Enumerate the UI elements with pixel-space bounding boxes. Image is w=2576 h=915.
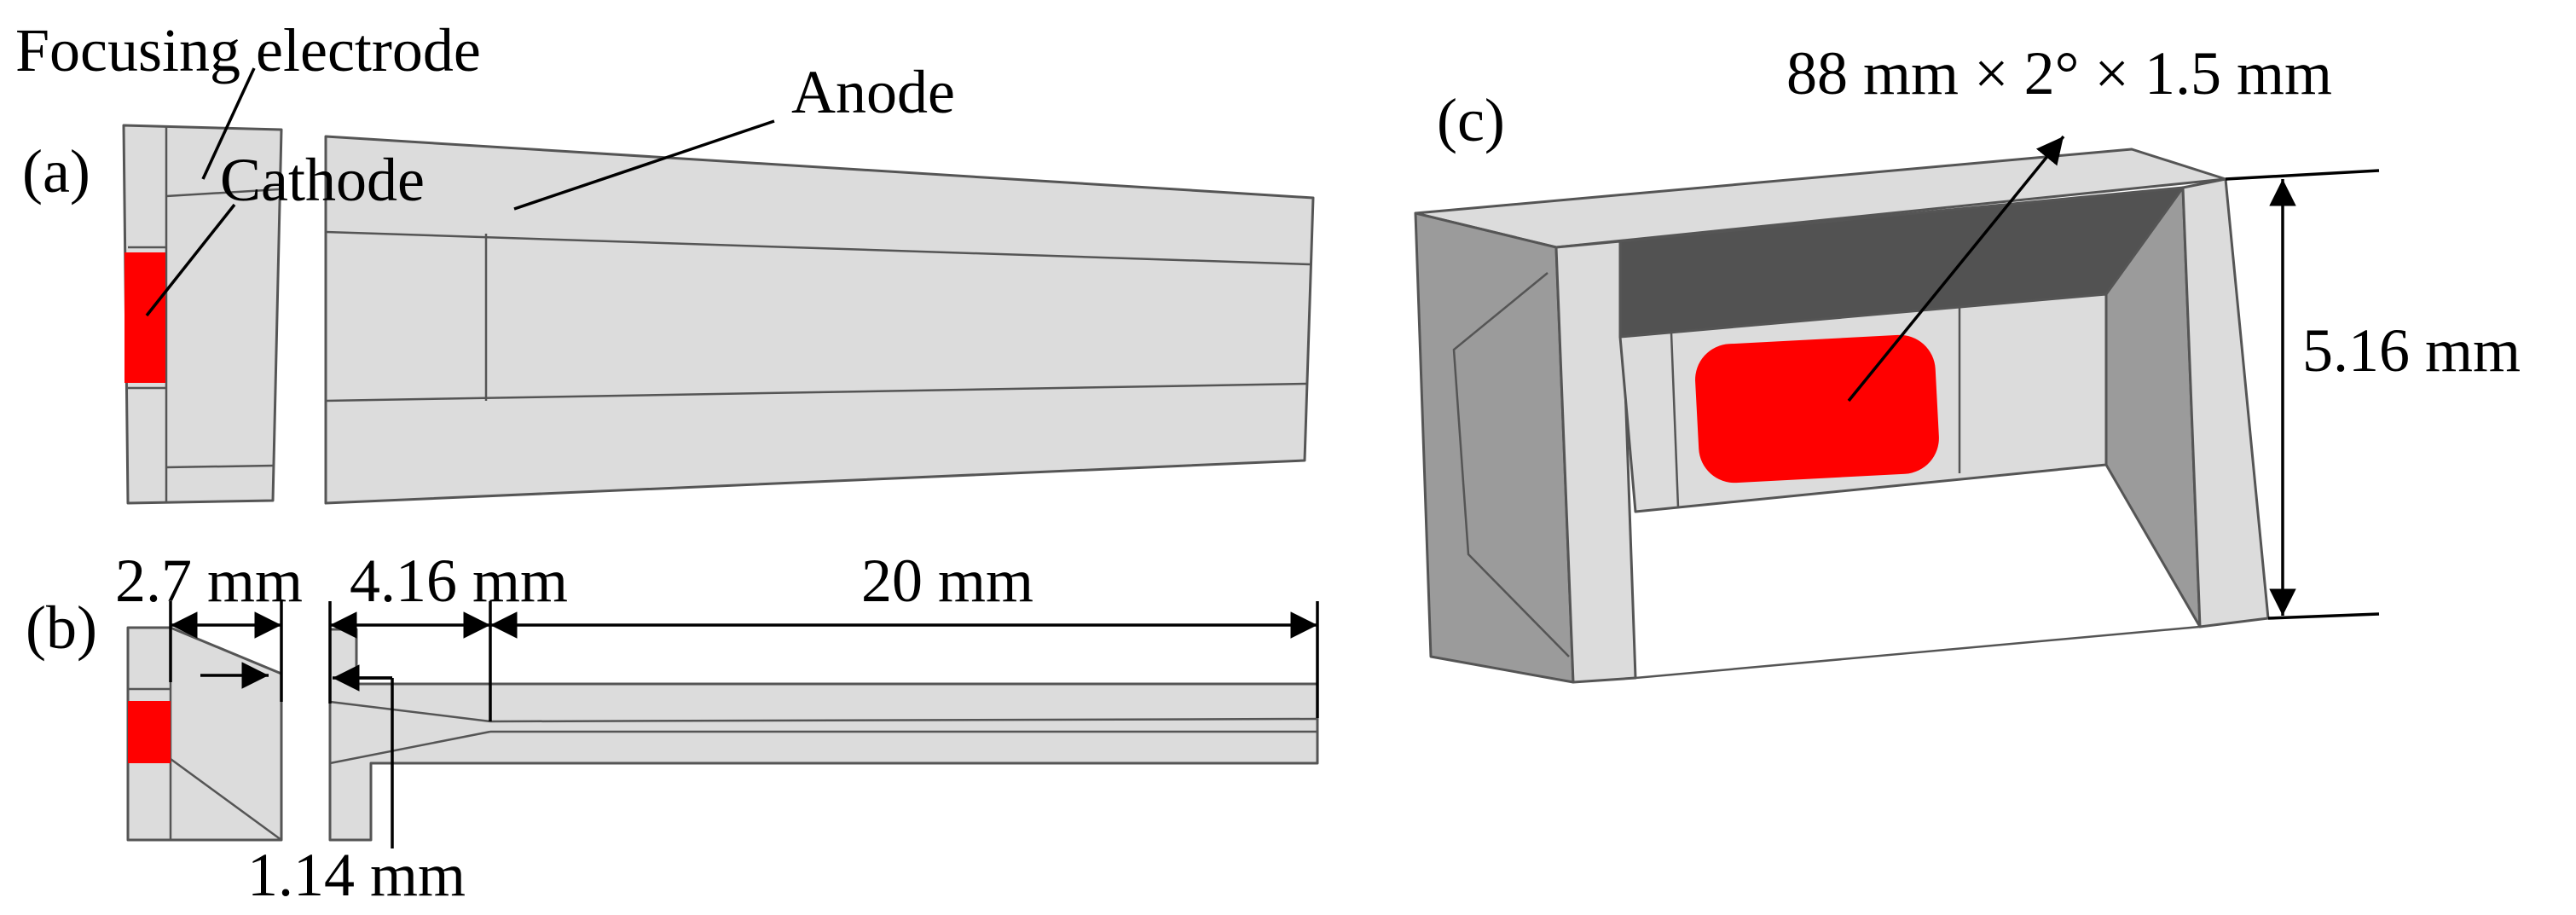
left-side-face <box>1414 211 1575 684</box>
leader-focusing-electrode <box>201 67 256 180</box>
ext-bottom <box>2267 612 2380 620</box>
leader-emitter <box>1847 135 2065 402</box>
cathode-shape-a <box>124 252 165 383</box>
label-anode: Anode <box>791 58 955 126</box>
panel-a-tag: (a) <box>22 137 90 206</box>
panel-c-tag: (c) <box>1437 86 1505 154</box>
cathode-shape-b <box>128 701 171 763</box>
bottom-rim <box>1635 625 2201 680</box>
panel-c: (c) 88 mm × 2° × 1.5 mm 5.16 mm <box>1414 39 2521 684</box>
dim-label-4-16: 4.16 mm <box>350 547 568 615</box>
panel-b-tag: (b) <box>26 594 97 662</box>
anode-section <box>328 628 1319 842</box>
dim-label-2-7: 2.7 mm <box>115 547 303 615</box>
dim-label-height: 5.16 mm <box>2302 316 2521 385</box>
label-focusing-electrode: Focusing electrode <box>15 16 481 84</box>
panel-b: (b) 2.7 mm 4.16 mm 20 mm 1.14 mm <box>26 547 1319 909</box>
leader-cathode <box>145 203 236 317</box>
back-wall-divider-1 <box>1670 332 1680 508</box>
emitter-shape <box>1695 334 1939 484</box>
left-bevel <box>1452 272 1570 657</box>
dim-label-1-14: 1.14 mm <box>247 841 466 909</box>
label-cathode: Cathode <box>220 146 425 214</box>
ext-top <box>2225 169 2380 181</box>
leader-anode <box>513 119 775 211</box>
anode-shape-a <box>324 135 1315 505</box>
dim-label-20: 20 mm <box>861 547 1033 615</box>
dim-label-emitter: 88 mm × 2° × 1.5 mm <box>1786 39 2332 107</box>
panel-a: Focusing electrode (a) Cathode Anode <box>15 16 1315 505</box>
